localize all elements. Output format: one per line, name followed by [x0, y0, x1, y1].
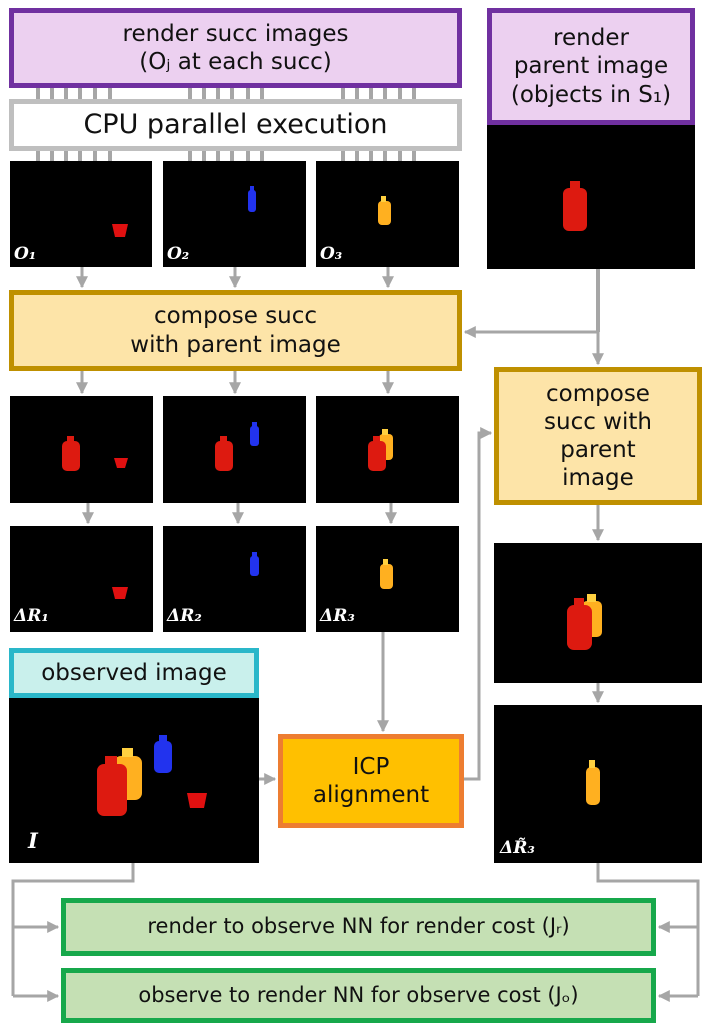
compose-right-line1: compose: [546, 380, 650, 407]
observed-image-box: observed image: [9, 648, 259, 698]
render-parent-image-box: render parent image (objects in S₁): [487, 8, 695, 125]
observe-cost-label: observe to render NN for observe cost (J…: [138, 982, 579, 1007]
observed-image: [9, 698, 259, 863]
icp-line2: alignment: [312, 782, 430, 808]
label-o1: O₁: [14, 244, 37, 264]
compose-succ-right-box: compose succ with parent image: [494, 367, 702, 505]
composed-image-1: [10, 396, 153, 503]
label-delta-r3: ΔR₃: [320, 606, 355, 626]
delta-r-tilde-image: [494, 705, 702, 863]
observed-image-label: observed image: [41, 659, 227, 686]
compose-right-line4: image: [562, 465, 634, 492]
label-o2: O₂: [167, 244, 190, 264]
succ-image-o2: [163, 161, 306, 267]
compose-right-line2: succ with: [544, 408, 652, 435]
yellow-jug-icon: [378, 196, 391, 225]
composed-objects-icon: [215, 422, 259, 471]
composed-image-3: [316, 396, 459, 503]
composed-objects-icon: [368, 429, 393, 471]
delta-r-image-2: [163, 526, 306, 632]
compose-succ-left-box: compose succ with parent image: [9, 290, 462, 371]
observe-cost-box: observe to render NN for observe cost (J…: [61, 968, 656, 1023]
composed-bottle-jug-icon: [567, 594, 602, 650]
compose-left-line1: compose succ: [153, 303, 318, 330]
render-cost-box: render to observe NN for render cost (Jᵣ…: [61, 898, 656, 956]
label-observed-i: I: [28, 828, 38, 853]
render-parent-line1: render: [553, 25, 629, 52]
red-cup-icon: [112, 224, 128, 237]
compose-left-line2: with parent image: [130, 331, 341, 358]
blue-bottle-icon: [248, 186, 256, 212]
delta-r-image-1: [10, 526, 153, 632]
render-succ-line1: render succ images: [122, 20, 349, 47]
succ-image-o3: [316, 161, 459, 267]
cpu-parallel-label: CPU parallel execution: [83, 108, 388, 140]
composed-image-2: [163, 396, 306, 503]
composed-objects-icon: [62, 436, 128, 471]
render-cost-label: render to observe NN for render cost (Jᵣ…: [147, 914, 570, 939]
composed-parent-image: [494, 543, 702, 683]
label-delta-r2: ΔR₂: [167, 606, 202, 626]
cpu-parallel-box: CPU parallel execution: [9, 99, 462, 151]
yellow-jug-icon: [586, 760, 600, 805]
render-succ-line2: (Oⱼ at each succ): [139, 49, 332, 75]
label-o3: O₃: [320, 244, 343, 264]
blue-bottle-icon: [250, 552, 259, 576]
observed-scene-icon: [97, 735, 207, 816]
succ-image-o1: [10, 161, 152, 267]
red-bottle-icon: [563, 181, 587, 231]
icp-alignment-box: ICP alignment: [278, 734, 464, 828]
parent-image: [487, 125, 695, 269]
yellow-jug-icon: [380, 559, 393, 589]
render-succ-images-box: render succ images (Oⱼ at each succ): [9, 8, 462, 88]
label-delta-r1: ΔR₁: [14, 606, 49, 626]
label-delta-r3-tilde: ΔR̃₃: [500, 838, 535, 858]
delta-r-image-3: [316, 526, 459, 632]
compose-right-line3: parent: [560, 437, 636, 463]
render-parent-line3: (objects in S₁): [510, 81, 672, 108]
render-parent-line2: parent image: [513, 53, 669, 80]
red-cup-icon: [112, 587, 128, 599]
icp-line1: ICP: [352, 753, 390, 780]
